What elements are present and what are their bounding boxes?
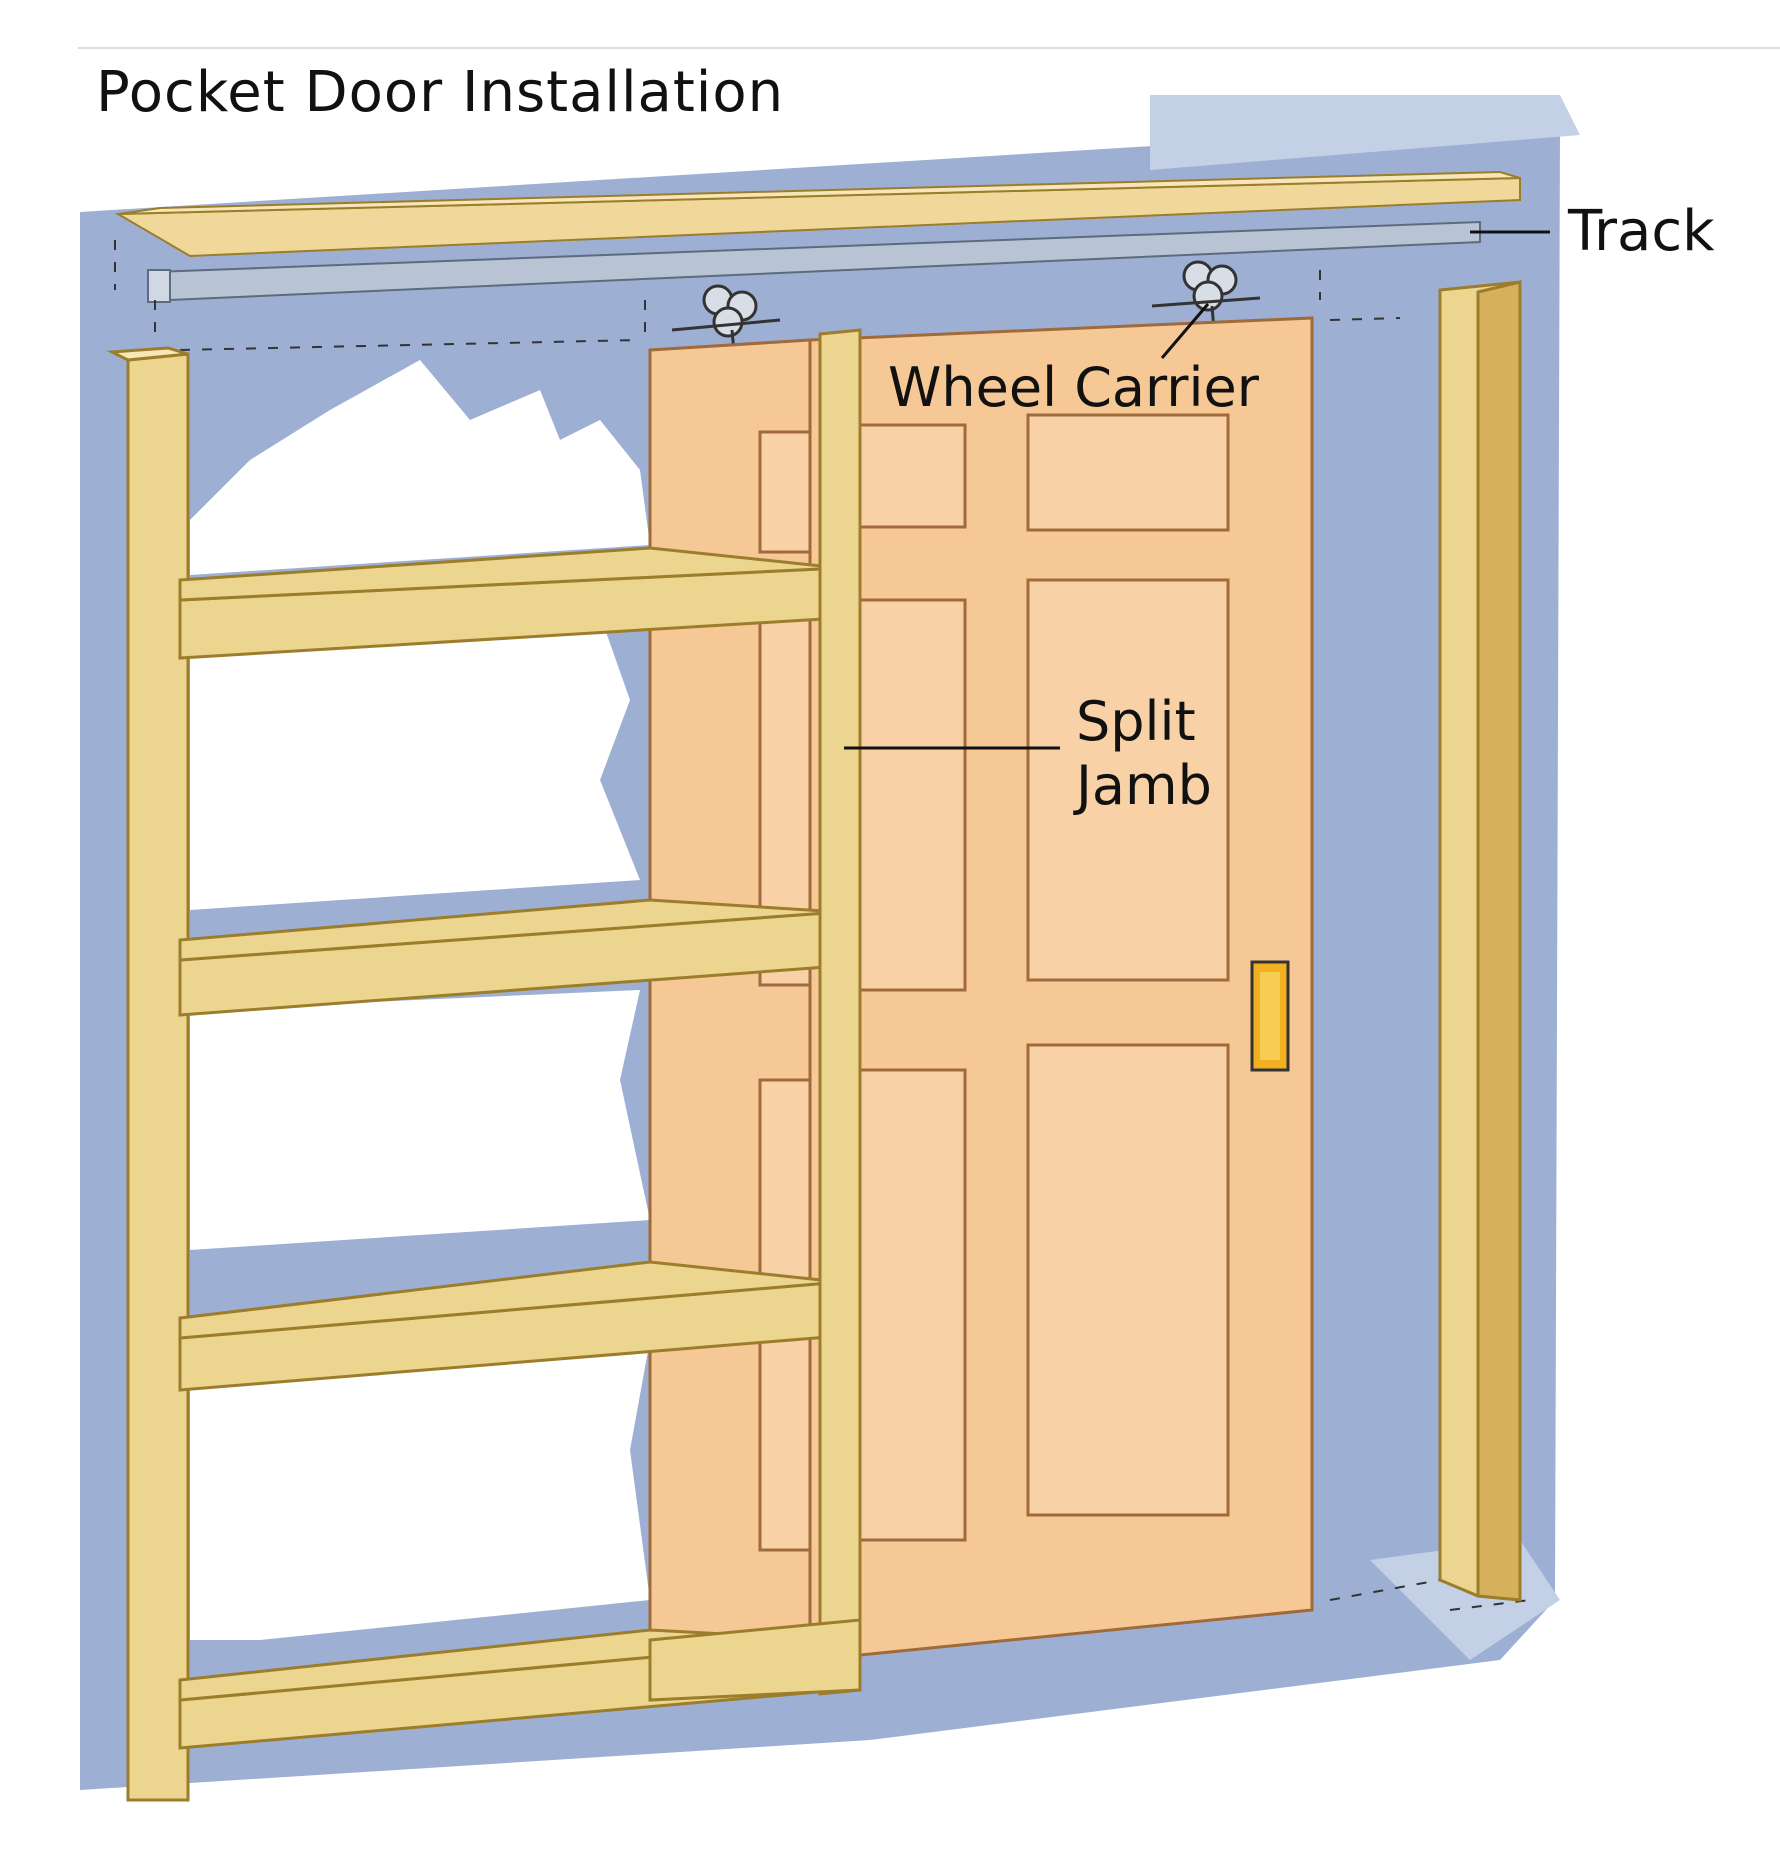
wheel-carrier-right: [1151, 260, 1261, 331]
track: [147, 220, 1481, 303]
right-stud: [1438, 280, 1522, 1602]
wall-opening-2: [190, 615, 640, 910]
diagram-title: Pocket Door Installation: [96, 60, 785, 125]
door-panel: [1026, 1043, 1230, 1517]
door-panel: [858, 1068, 967, 1542]
leader-lines: [844, 230, 1550, 750]
door-panel: [858, 423, 967, 529]
door-panel: [858, 598, 967, 992]
split-jamb-label-line1: Split: [1076, 690, 1196, 753]
dashed-guides: [114, 240, 1531, 1611]
door-panel: [1026, 413, 1230, 532]
cross-bars: [178, 546, 842, 1750]
wheel-carrier-label: Wheel Carrier: [888, 356, 1260, 419]
wall-opening-1: [190, 360, 650, 575]
door-in-pocket: [648, 338, 822, 1674]
wheel-carrier-left: [671, 284, 781, 353]
left-stud: [106, 346, 190, 1802]
wheel-carrier-leader: [1160, 303, 1210, 359]
pocket-door: [808, 316, 1314, 1662]
split-jamb-label-line2: Jamb: [1073, 754, 1212, 817]
wall-opening-4: [190, 1340, 650, 1640]
wall-opening-3: [190, 990, 650, 1250]
header-board: [114, 170, 1521, 258]
door-panel: [1026, 578, 1230, 982]
track-label: Track: [1567, 199, 1715, 264]
split-jamb: [648, 328, 862, 1702]
